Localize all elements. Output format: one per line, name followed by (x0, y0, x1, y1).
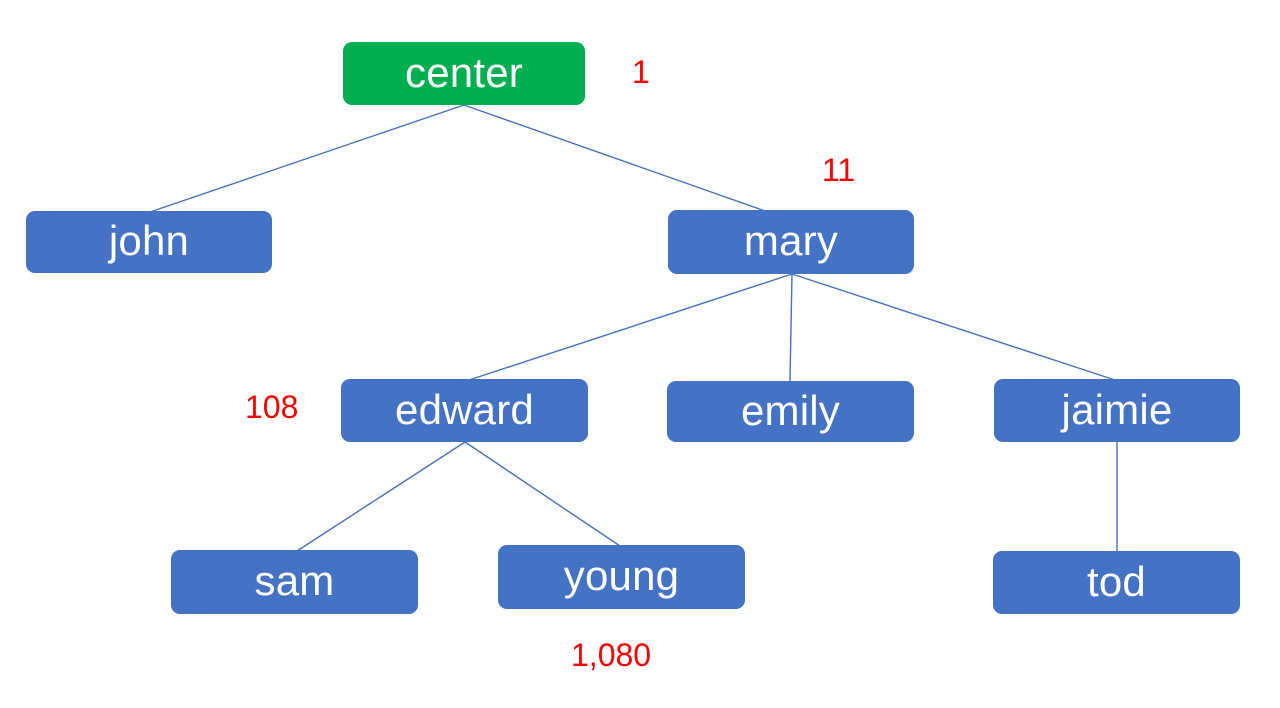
edge-center-to-john (149, 104, 465, 213)
node-label-jaimie: jaimie (1061, 385, 1173, 433)
edge-center-to-mary (463, 104, 769, 213)
node-label-young: young (563, 552, 680, 599)
node-label-john: john (108, 217, 190, 264)
edge-mary-to-emily (789, 273, 793, 382)
node-label-edward: edward (395, 385, 534, 433)
annotation-young: 1,080 (571, 637, 652, 673)
node-label-mary: mary (743, 217, 839, 264)
node-sam[interactable]: sam (171, 550, 418, 614)
node-john[interactable]: john (26, 211, 272, 273)
node-jaimie[interactable]: jaimie (994, 379, 1240, 442)
edge-mary-to-jaimie (791, 273, 1119, 382)
node-label-sam: sam (254, 557, 335, 604)
edge-edward-to-sam (296, 441, 466, 552)
node-label-emily: emily (740, 386, 840, 434)
node-tod[interactable]: tod (993, 551, 1240, 614)
node-label-center: center (405, 48, 523, 96)
node-young[interactable]: young (498, 545, 745, 609)
annotation-center: 1 (632, 54, 650, 90)
node-edward[interactable]: edward (341, 379, 588, 442)
annotation-edward: 108 (245, 389, 299, 425)
node-label-tod: tod (1087, 557, 1146, 605)
edge-mary-to-edward (465, 273, 793, 382)
node-mary[interactable]: mary (668, 210, 914, 274)
annotation-mary: 11 (822, 152, 856, 188)
edge-edward-to-young (464, 441, 621, 547)
node-center[interactable]: center (343, 42, 585, 105)
node-emily[interactable]: emily (667, 381, 914, 442)
